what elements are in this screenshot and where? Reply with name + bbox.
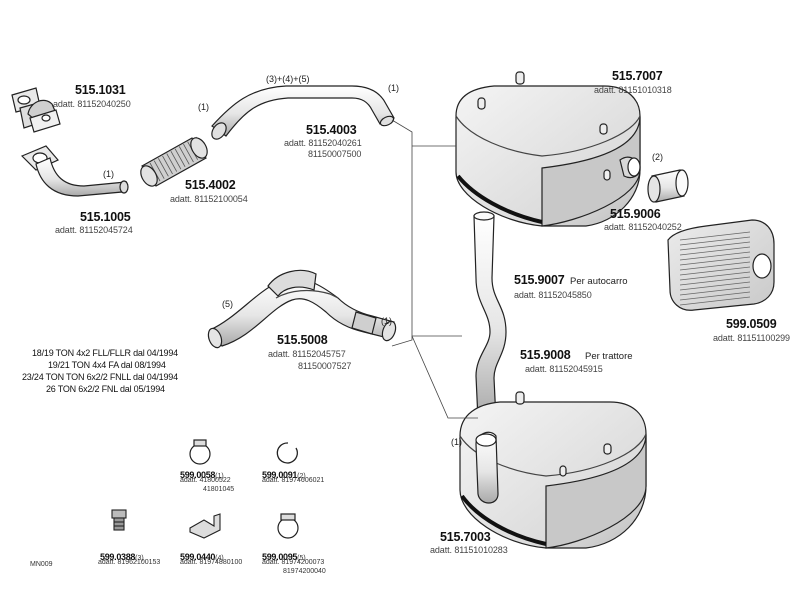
qty-515-5008-left: (5)	[222, 299, 233, 309]
small-part-599-0058: 599.0058(1)	[180, 466, 224, 482]
clamp-599-0091-drawing	[276, 442, 298, 464]
y-pipe-515-5008	[207, 269, 397, 349]
qty-515-4003-right: (1)	[388, 83, 399, 93]
qty-515-4003-top: (3)+(4)+(5)	[266, 74, 310, 84]
condition-line-1: 18/19 TON 4x2 FLL/FLLR dal 04/1994	[32, 348, 178, 358]
qty-599-0388: (3)	[135, 555, 144, 562]
qty-599-0095: (5)	[297, 555, 306, 562]
manifold-elbow-515-1031	[11, 87, 61, 133]
part-number-599-0091: 599.0091	[262, 470, 298, 480]
muffler-515-7003	[459, 391, 647, 549]
adatt2-515-4003: 81150007500	[308, 149, 362, 159]
small-part-599-0440: 599.0440(4)	[180, 548, 224, 564]
clamp-599-0095-drawing	[277, 513, 299, 539]
qty-515-4002: (1)	[198, 102, 209, 112]
bolt-599-0388-drawing	[111, 509, 127, 531]
bracket-599-0440-drawing	[189, 513, 221, 539]
adatt-599-0058: adatt. 41800522	[180, 477, 231, 484]
qty-515-5008-right: (1)	[381, 316, 392, 326]
adatt-599-0440: adatt. 81974880100	[180, 559, 243, 566]
adatt2-599-0058: 41801045	[203, 486, 235, 493]
qty-515-9006: (2)	[652, 152, 663, 162]
note-515-9007: Per autocarro	[570, 276, 628, 287]
adatt-515-5008: adatt. 81152045757	[268, 349, 346, 359]
part-number-515-9008: 515.9008	[520, 348, 571, 362]
condition-line-4: 26 TON 6x2/2 FNL dal 05/1994	[46, 384, 165, 394]
part-number-515-9006: 515.9006	[610, 207, 661, 221]
adatt-515-9007: adatt. 81152045850	[514, 290, 592, 300]
part-number-599-0388: 599.0388	[100, 552, 136, 562]
part-number-515-9007: 515.9007	[514, 273, 565, 287]
front-pipe-515-1005	[20, 145, 129, 197]
qty-515-1005: (1)	[103, 169, 114, 179]
reference-code: MN009	[30, 561, 53, 568]
part-number-515-1005: 515.1005	[80, 210, 131, 224]
note-515-9008: Per trattore	[585, 351, 633, 362]
part-number-515-7003: 515.7003	[440, 530, 491, 544]
muffler-515-7007	[455, 71, 641, 227]
pipe-515-4003	[211, 85, 395, 140]
sleeve-515-9006	[647, 169, 689, 203]
part-number-515-1031: 515.1031	[75, 83, 126, 97]
adatt-599-0388: adatt. 81962100153	[98, 559, 161, 566]
small-part-599-0091: 599.0091(2)	[262, 466, 306, 482]
adatt-515-9006: adatt. 81152040252	[604, 222, 682, 232]
tail-pipe-515-9007	[473, 211, 507, 425]
adatt-599-0091: adatt. 81974606021	[262, 477, 325, 484]
adatt2-599-0095: 81974200040	[283, 568, 326, 575]
part-number-515-7007: 515.7007	[612, 69, 663, 83]
flex-hose-515-4002	[140, 136, 208, 187]
part-number-515-4003: 515.4003	[306, 123, 357, 137]
qty-599-0058: (1)	[215, 473, 224, 480]
adatt-515-7007: adatt. 81151010318	[594, 85, 672, 95]
part-number-599-0095: 599.0095	[262, 552, 298, 562]
small-part-599-0095: 599.0095(5)	[262, 548, 306, 564]
adatt-515-4003: adatt. 81152040261	[284, 138, 362, 148]
qty-515-7003: (1)	[451, 437, 462, 447]
heat-shield-599-0509	[667, 219, 775, 311]
adatt2-515-5008: 81150007527	[298, 361, 352, 371]
small-part-599-0388: 599.0388(3)	[100, 548, 144, 564]
qty-599-0091: (2)	[297, 473, 306, 480]
adatt-515-7003: adatt. 81151010283	[430, 545, 508, 555]
clamp-599-0058-drawing	[189, 439, 211, 465]
qty-599-0440: (4)	[215, 555, 224, 562]
part-number-515-5008: 515.5008	[277, 333, 328, 347]
adatt-599-0095: adatt. 81974200073	[262, 559, 325, 566]
adatt-515-4002: adatt. 81152100054	[170, 194, 248, 204]
adatt-599-0509: adatt. 81151100299	[713, 333, 790, 343]
leader-lines	[391, 119, 478, 419]
condition-line-2: 19/21 TON 4x4 FA dal 08/1994	[48, 360, 166, 370]
adatt-515-1005: adatt. 81152045724	[55, 225, 133, 235]
adatt-515-1031: adatt. 81152040250	[53, 99, 131, 109]
part-number-599-0058: 599.0058	[180, 470, 216, 480]
part-number-599-0509: 599.0509	[726, 317, 777, 331]
condition-line-3: 23/24 TON TON 6x2/2 FNLL dal 04/1994	[22, 372, 178, 382]
part-number-515-4002: 515.4002	[185, 178, 236, 192]
part-number-599-0440: 599.0440	[180, 552, 216, 562]
adatt-515-9008: adatt. 81152045915	[525, 364, 603, 374]
